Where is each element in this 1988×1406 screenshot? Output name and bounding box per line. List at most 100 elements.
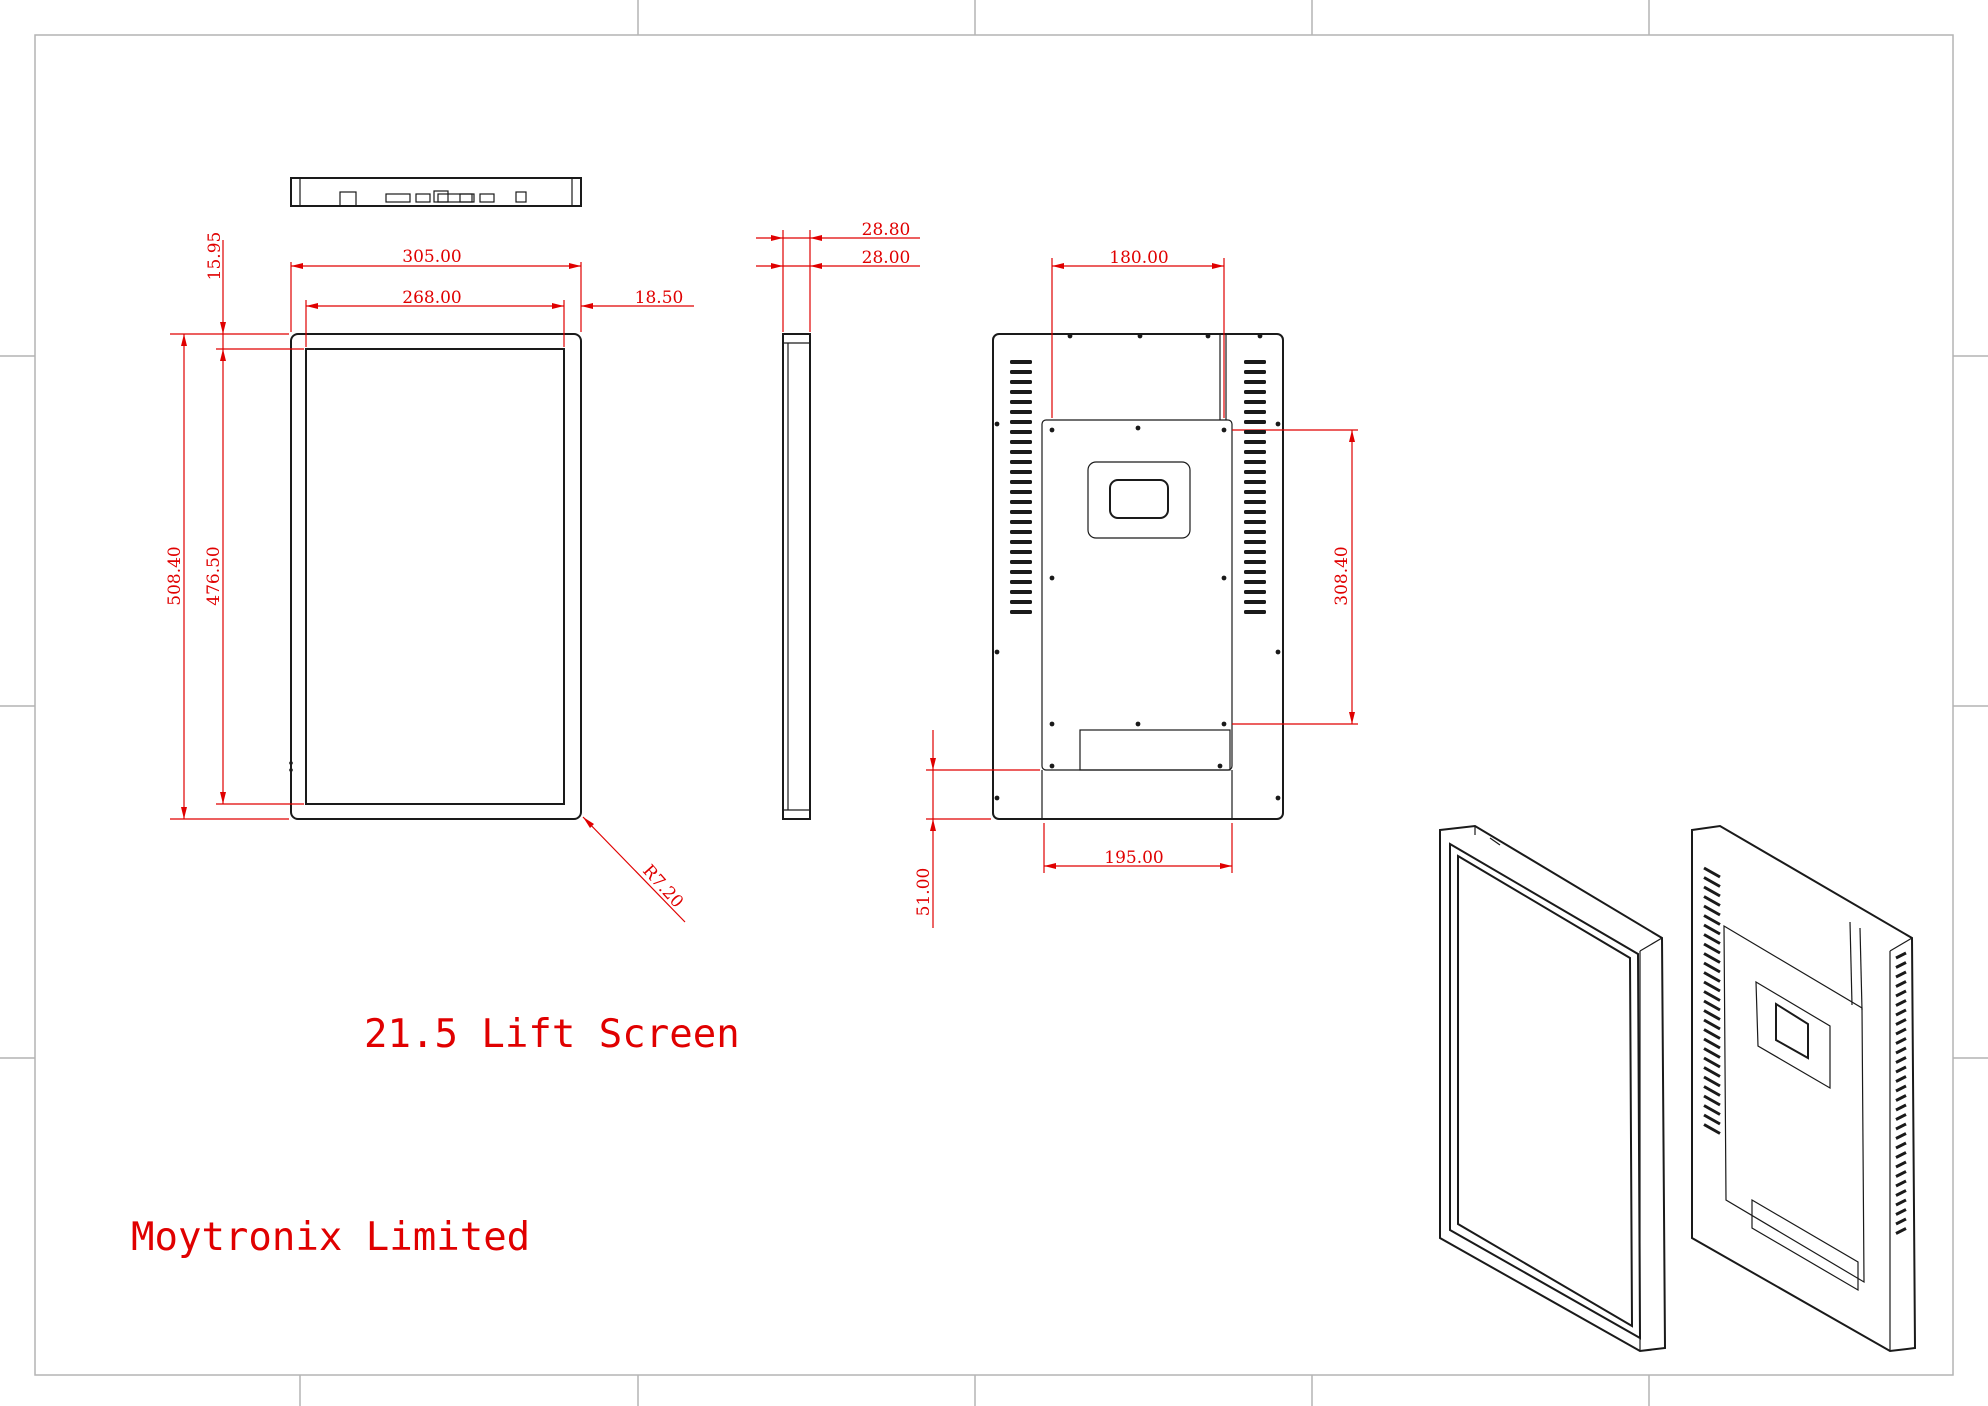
vent-slot: [1244, 390, 1266, 394]
dimension-arrowhead: [810, 235, 822, 241]
rear-view: [992, 333, 1284, 820]
screw-hole: [1275, 421, 1281, 427]
dim-rear-bottom-offset: 51.00: [914, 868, 934, 917]
vent-slot: [1010, 530, 1032, 534]
vent-slot: [1703, 952, 1721, 964]
vent-slot: [1703, 980, 1721, 993]
vent-slot: [1703, 942, 1721, 955]
vent-slot: [1895, 1075, 1907, 1083]
company-name: Moytronix Limited: [131, 1215, 530, 1260]
vent-slot: [1244, 440, 1266, 444]
dimension-arrowhead: [569, 263, 581, 269]
vent-slot: [1703, 990, 1721, 1002]
screw-hole: [994, 795, 1000, 801]
vent-slot: [1895, 1008, 1907, 1017]
vent-slot: [1895, 970, 1907, 979]
vent-slot: [1895, 1132, 1907, 1140]
vent-slot: [1010, 550, 1032, 554]
vent-slot: [1895, 1141, 1907, 1150]
vent-slot: [1010, 390, 1032, 394]
dim-rear-mount-height: 308.40: [1332, 546, 1352, 605]
vent-slot: [1895, 961, 1907, 969]
vent-slot: [1895, 1056, 1907, 1064]
screw-hole: [1135, 721, 1141, 727]
dim-rear-bottom-width: 195.00: [1104, 848, 1163, 868]
vent-slot: [1244, 580, 1266, 584]
dimension-arrowhead: [771, 263, 783, 269]
top-view: [290, 177, 582, 207]
vent-slot: [1895, 951, 1907, 960]
vent-slot: [1244, 430, 1266, 434]
rear-view-dimensions: [926, 258, 1358, 928]
screw-hole: [1217, 763, 1223, 769]
dimension-arrowhead: [181, 807, 187, 819]
vent-slot: [1244, 450, 1266, 454]
vent-slot: [1244, 370, 1266, 374]
vent-slot: [1895, 1113, 1907, 1121]
vent-slot: [1010, 510, 1032, 514]
vent-slot: [1010, 460, 1032, 464]
vent-slot: [1244, 500, 1266, 504]
dimension-arrowhead: [1349, 430, 1355, 442]
screw-hole: [1135, 425, 1141, 431]
vent-slot: [1010, 580, 1032, 584]
dimension-arrowhead: [1212, 263, 1224, 269]
vent-slot: [1703, 1066, 1721, 1078]
screw-hole: [1221, 575, 1227, 581]
vent-slot: [1244, 420, 1266, 424]
vent-slot: [1010, 400, 1032, 404]
vent-slot: [1895, 1122, 1907, 1131]
vent-slot: [1703, 1094, 1721, 1107]
vent-slot: [1703, 1085, 1721, 1097]
vent-slot: [1895, 1065, 1907, 1074]
vent-slot: [1703, 923, 1721, 936]
dim-display-width: 268.00: [402, 288, 461, 308]
vent-slot: [1895, 989, 1907, 998]
dim-corner-radius: R7.20: [638, 861, 687, 912]
dimension-arrowhead: [220, 322, 226, 334]
vent-slot: [1244, 510, 1266, 514]
dimension-arrowhead: [306, 303, 318, 309]
drawing-title: 21.5 Lift Screen: [364, 1012, 740, 1057]
dimension-arrowhead: [930, 819, 936, 831]
vent-slot: [1703, 1056, 1721, 1069]
screw-hole: [1137, 333, 1143, 339]
vent-slot: [1895, 1151, 1907, 1159]
screw-hole: [1205, 333, 1211, 339]
vent-slot: [1703, 876, 1721, 888]
dim-rear-mount-width: 180.00: [1109, 248, 1168, 268]
vent-slot: [1244, 490, 1266, 494]
dimension-arrowhead: [1052, 263, 1064, 269]
vent-slot: [1895, 1170, 1907, 1178]
vent-slot: [1244, 570, 1266, 574]
vent-slot: [1703, 999, 1721, 1012]
vent-slot: [1895, 1037, 1907, 1045]
vent-slot: [1895, 999, 1907, 1007]
vent-slot: [1010, 360, 1032, 364]
screw-hole: [1221, 721, 1227, 727]
vent-slot: [1703, 1104, 1721, 1116]
screw-hole: [1049, 575, 1055, 581]
vent-slot: [1895, 1018, 1907, 1026]
screw-hole: [1049, 721, 1055, 727]
vent-slot: [1703, 1123, 1721, 1135]
vent-slot: [1895, 1027, 1907, 1036]
vent-slot: [1244, 360, 1266, 364]
vent-slot: [1244, 610, 1266, 614]
screw-hole: [1049, 427, 1055, 433]
vent-slot: [1703, 866, 1721, 879]
vent-slot: [1010, 500, 1032, 504]
isometric-front-view: [1439, 824, 1667, 1353]
vent-slot: [1010, 610, 1032, 614]
vent-slot: [1010, 590, 1032, 594]
vent-slot: [1895, 1084, 1907, 1093]
front-view-dimensions: [170, 240, 694, 923]
vent-slot: [1010, 490, 1032, 494]
vent-slot: [1244, 480, 1266, 484]
vent-slot: [1010, 380, 1032, 384]
vent-slot: [1895, 1094, 1907, 1102]
vent-slot: [1010, 470, 1032, 474]
dimension-arrowhead: [771, 235, 783, 241]
dimension-arrowhead: [552, 303, 564, 309]
